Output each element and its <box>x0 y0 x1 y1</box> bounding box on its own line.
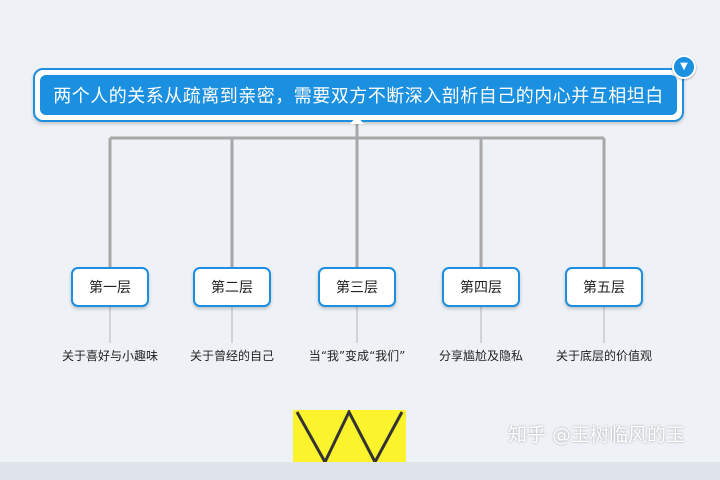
layer-description-4: 分享尴尬及隐私 <box>438 349 523 363</box>
bottom-band <box>0 462 720 480</box>
layer-description-5: 关于底层的价值观 <box>555 349 652 363</box>
layer-node-2[interactable]: 第二层 <box>193 267 271 307</box>
watermark-text: 知乎 @玉树临风的玉 <box>508 424 686 446</box>
layer-node-3[interactable]: 第三层 <box>318 267 396 307</box>
zigzag-decoration <box>293 410 406 462</box>
zigzag-line <box>295 410 404 462</box>
root-topic-title: 两个人的关系从疏离到亲密，需要双方不断深入剖析自己的内心并互相坦白 <box>40 75 677 115</box>
root-topic[interactable]: 两个人的关系从疏离到亲密，需要双方不断深入剖析自己的内心并互相坦白 <box>33 68 684 122</box>
layer-description-3: 当“我”变成“我们” <box>308 349 406 363</box>
layer-description-2: 关于曾经的自己 <box>189 349 274 363</box>
layer-node-5[interactable]: 第五层 <box>565 267 643 307</box>
layer-node-4[interactable]: 第四层 <box>442 267 520 307</box>
layer-description-1: 关于喜好与小趣味 <box>61 349 158 363</box>
root-connector-notch <box>350 116 364 124</box>
caret-down-icon[interactable]: ▼ <box>672 55 696 79</box>
layer-node-1[interactable]: 第一层 <box>71 267 149 307</box>
